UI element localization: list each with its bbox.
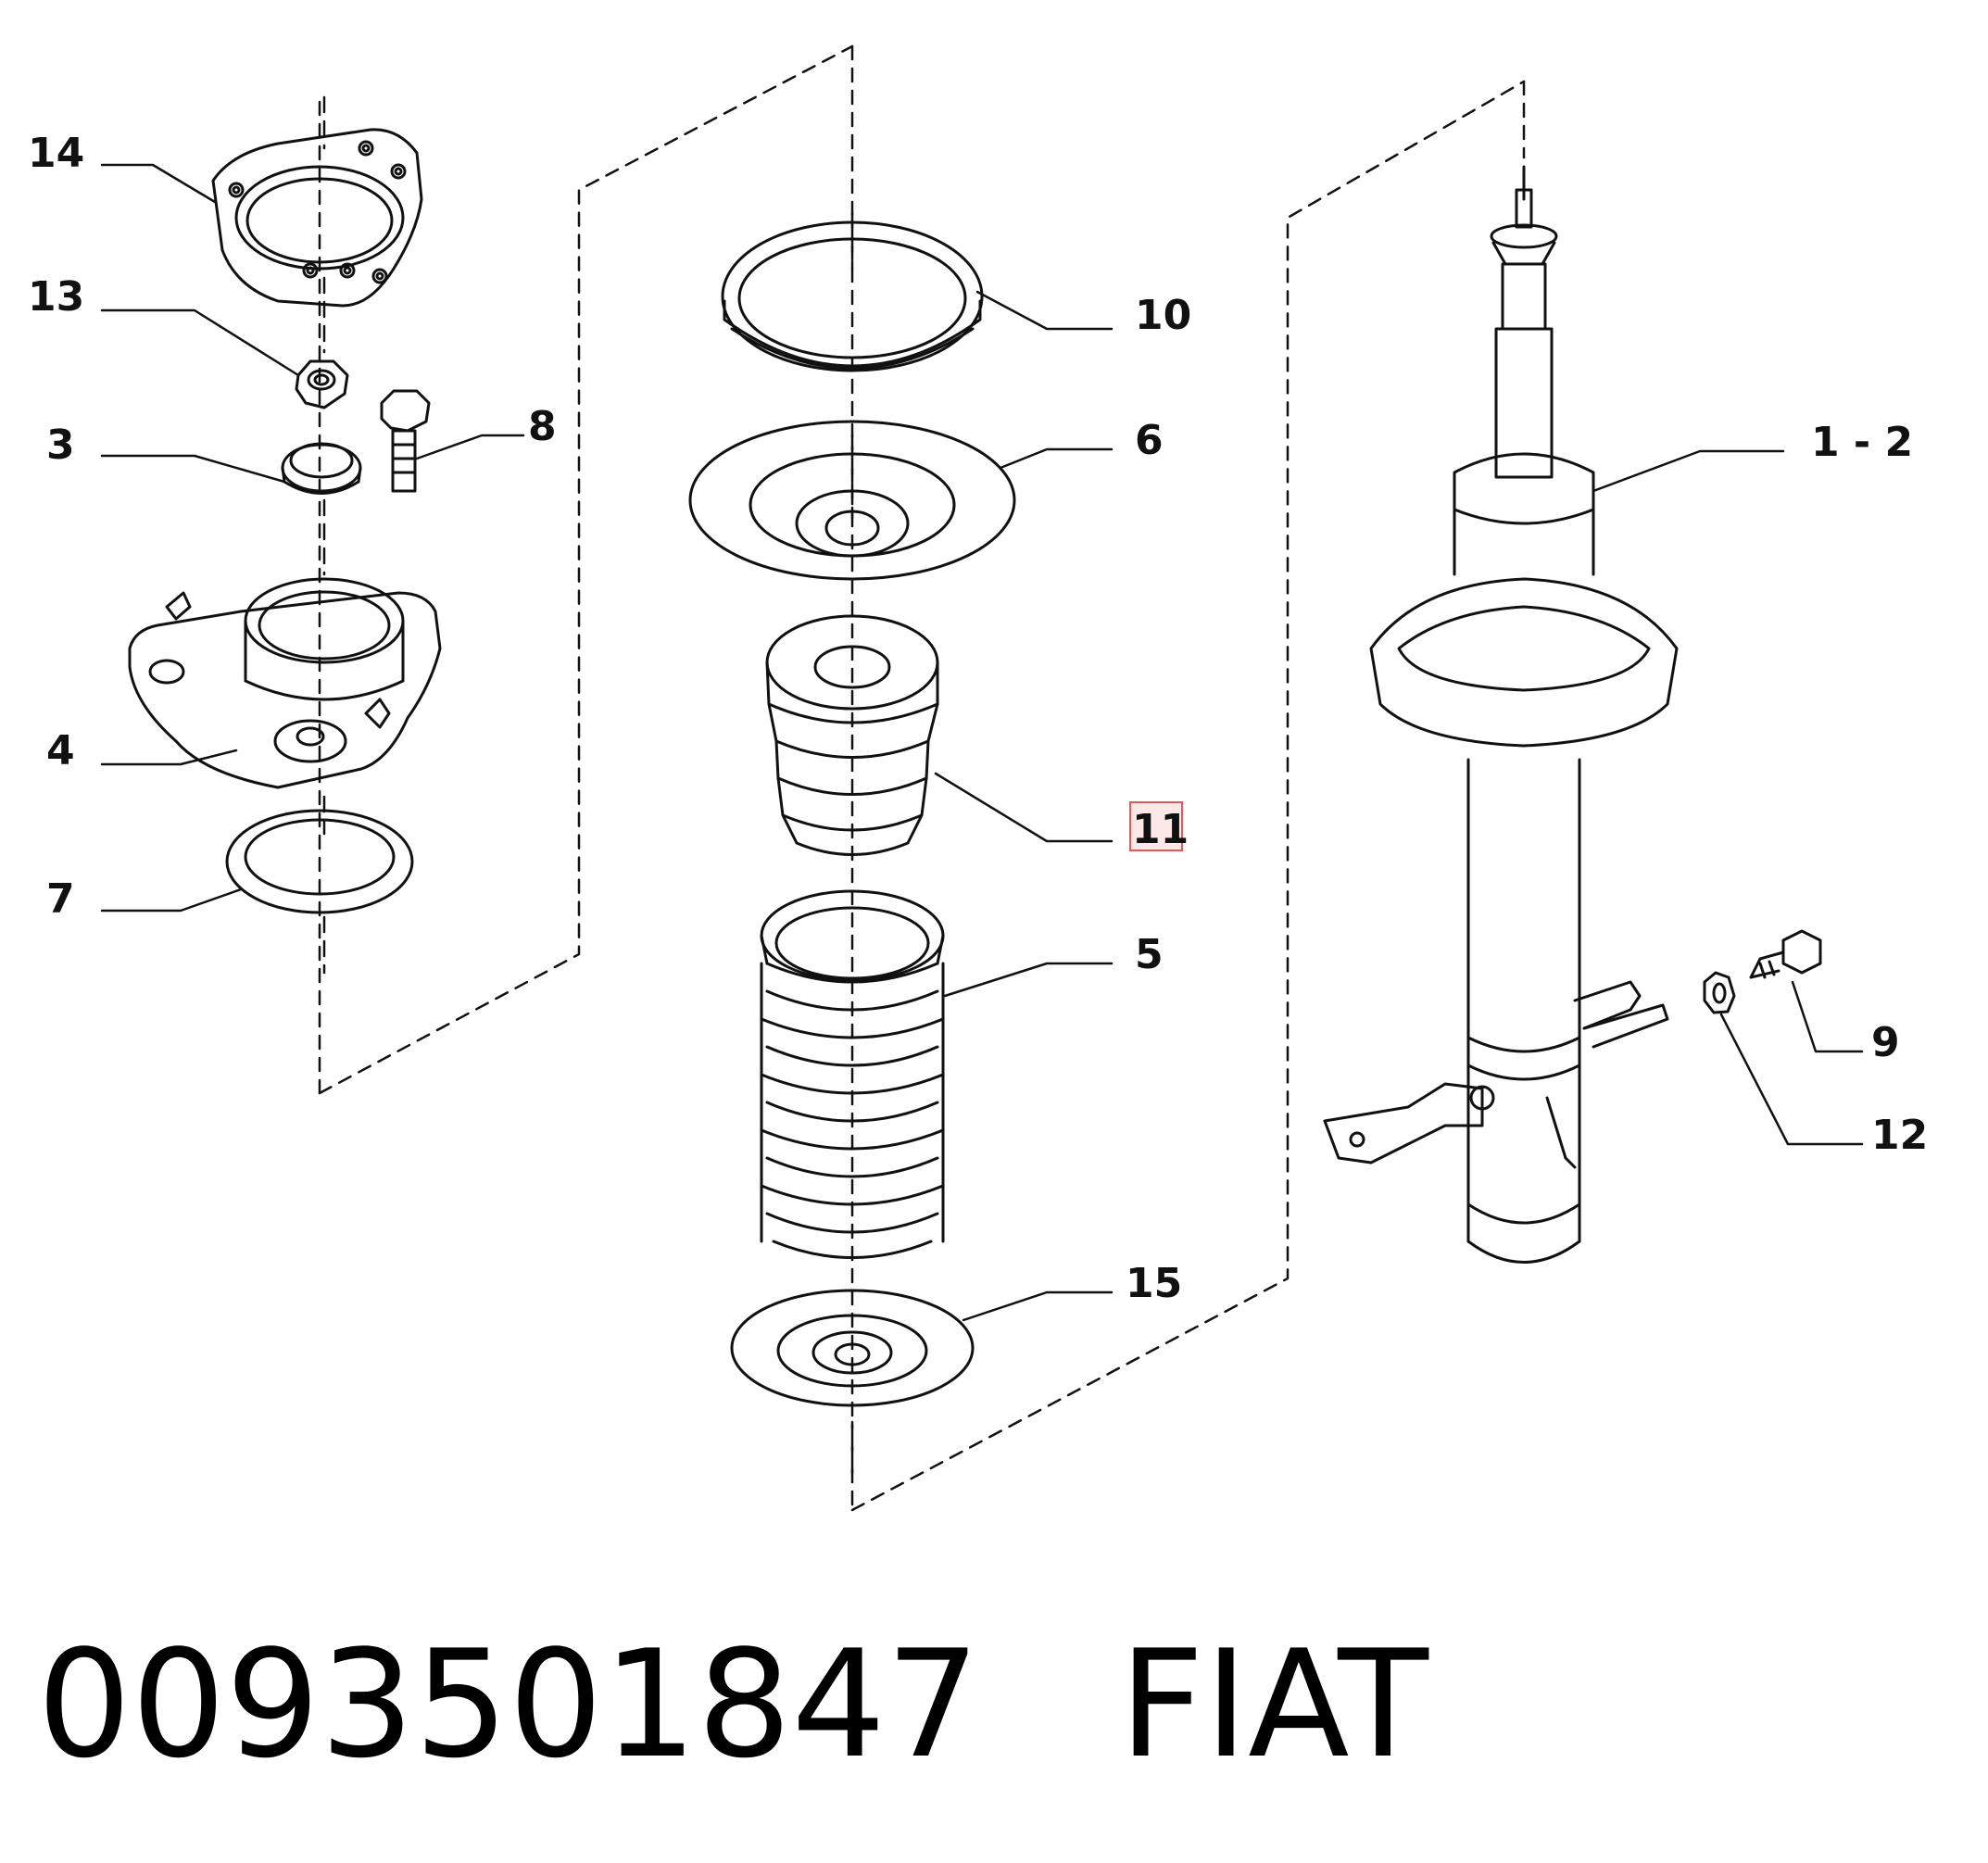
part-number: 0093501847	[37, 1618, 980, 1791]
part-13-nut	[295, 359, 349, 409]
callout-4: 4	[46, 727, 75, 774]
callout-15: 15	[1126, 1260, 1182, 1307]
callout-1-2: 1 - 2	[1811, 419, 1913, 466]
callout-6: 6	[1135, 417, 1164, 464]
part-14-mount-plate	[211, 128, 423, 308]
callout-3: 3	[46, 422, 75, 469]
callout-13: 13	[28, 273, 84, 321]
exploded-frames	[318, 44, 1526, 1512]
callout-10: 10	[1135, 292, 1191, 339]
callout-11-highlight-box	[1129, 801, 1183, 851]
part-4-strut-mount	[128, 577, 442, 789]
part-3-ring	[281, 442, 362, 495]
part-1-2-shock-absorber	[1323, 165, 1679, 1264]
callout-7: 7	[46, 875, 75, 923]
part-11-bump-stop	[765, 614, 939, 856]
brand-name: FIAT	[1118, 1618, 1428, 1791]
callout-5: 5	[1135, 931, 1164, 978]
part-12-nut	[1703, 971, 1736, 1014]
part-15-bottom-washer	[730, 1289, 975, 1407]
part-9-bolt	[1749, 929, 1822, 979]
callout-14: 14	[28, 130, 84, 177]
callout-9: 9	[1871, 1019, 1900, 1066]
callout-labels: 14 13 3 8 4 7 10 6 11 5 15 1 - 2 9 12	[28, 130, 1928, 1307]
leader-lines	[100, 163, 1864, 1322]
part-8-bolt	[380, 389, 431, 493]
callout-11: 11	[1132, 806, 1189, 853]
callout-12: 12	[1871, 1112, 1928, 1159]
part-7-ring	[225, 809, 414, 914]
part-5-dust-boot	[760, 889, 945, 1259]
callout-8: 8	[528, 403, 557, 450]
